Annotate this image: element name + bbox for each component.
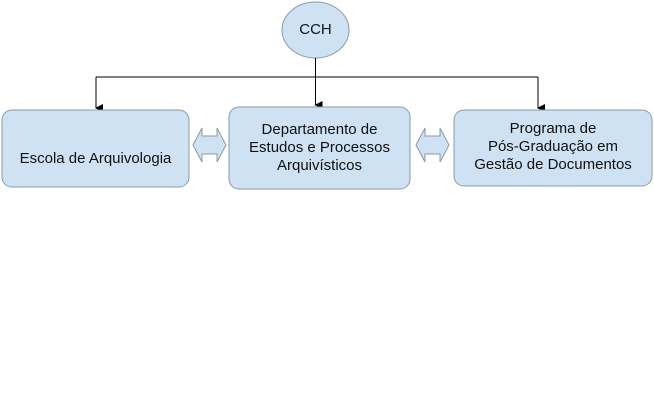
escola-node[interactable]: Escola de Arquivologia: [2, 130, 189, 187]
programa-line-2: Pós-Graduação em: [487, 138, 619, 155]
double-arrow-right: [415, 127, 450, 163]
programa-line-3: Gestão de Documentos: [474, 156, 632, 173]
center-node-shape: [228, 106, 411, 190]
programa-line-1: Programa de: [509, 120, 597, 137]
departamento-node[interactable]: Departamento de Estudos e Processos Arqu…: [229, 107, 410, 189]
left-node-shape: [1, 109, 190, 188]
departamento-line-3: Arquivísticos: [276, 157, 363, 174]
programa-node[interactable]: Programa de Pós-Graduação em Gestão de D…: [454, 120, 652, 174]
departamento-line-1: Departamento de: [261, 121, 378, 138]
right-node-shape: [453, 109, 653, 187]
double-arrow-left: [192, 127, 227, 163]
cch-label: CCH: [299, 21, 332, 38]
cch-node[interactable]: CCH: [282, 2, 349, 58]
departamento-line-2: Estudos e Processos: [249, 139, 390, 156]
escola-label: Escola de Arquivologia: [19, 149, 172, 167]
